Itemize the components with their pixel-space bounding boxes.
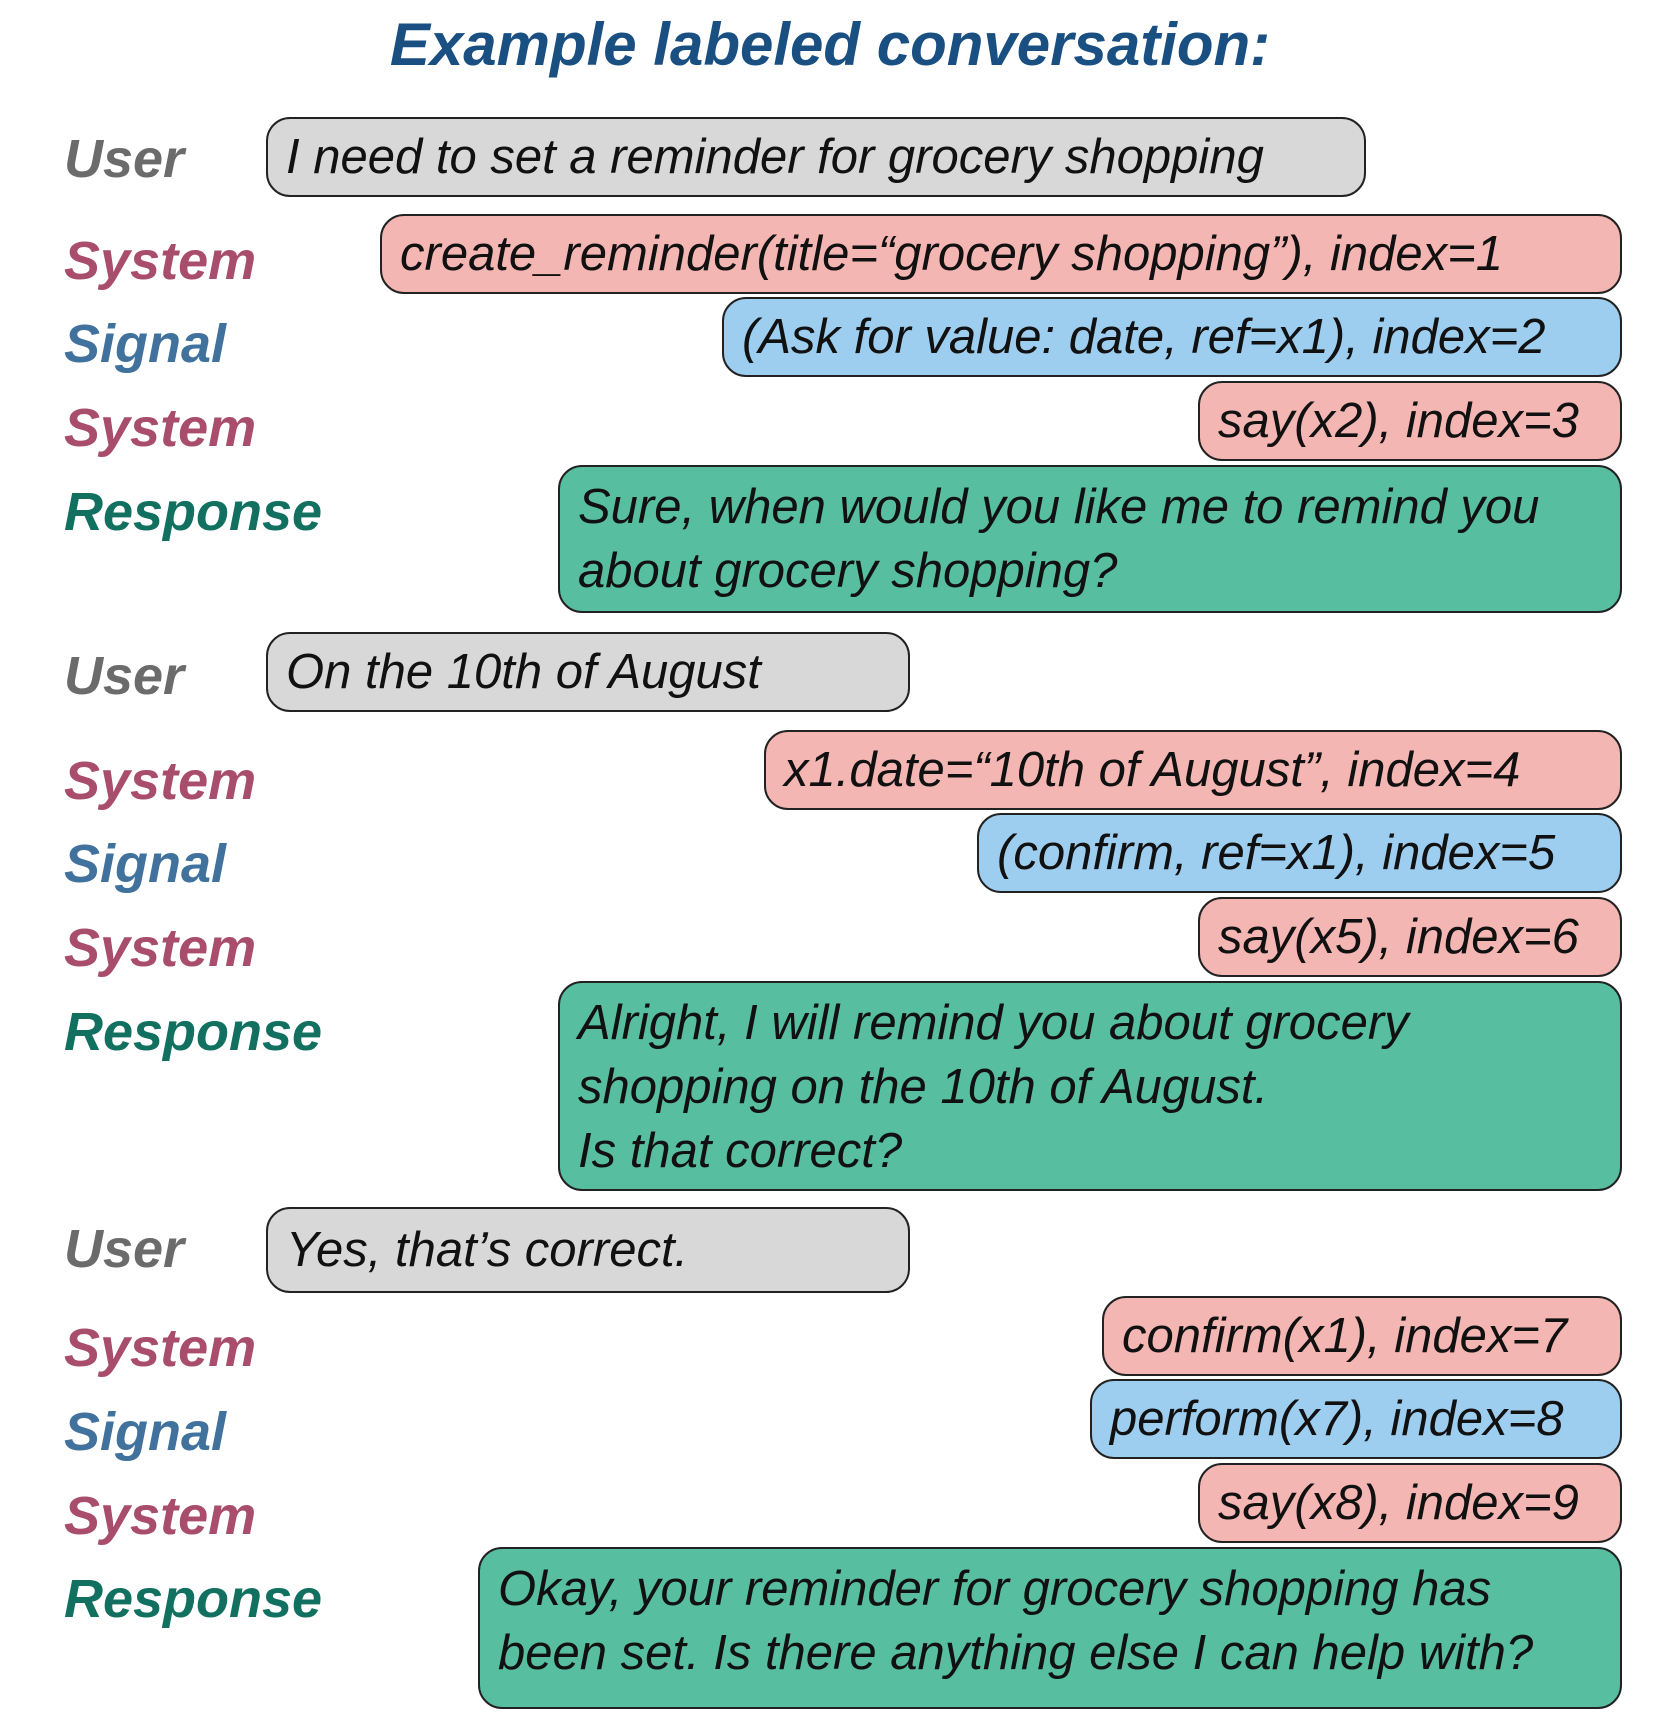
message-bubble: confirm(x1), index=7 (1102, 1296, 1622, 1376)
role-label: System (64, 231, 257, 291)
role-label: User (64, 646, 185, 706)
message-bubble: (confirm, ref=x1), index=5 (977, 813, 1622, 893)
role-label: Signal (64, 314, 227, 374)
message-bubble: Okay, your reminder for grocery shopping… (478, 1547, 1622, 1709)
role-label: System (64, 1486, 257, 1546)
message-bubble: say(x2), index=3 (1198, 381, 1622, 461)
message-bubble: x1.date=“10th of August”, index=4 (764, 730, 1622, 810)
message-bubble: say(x8), index=9 (1198, 1463, 1622, 1543)
role-label: User (64, 129, 185, 189)
message-bubble: On the 10th of August (266, 632, 910, 712)
message-bubble: Alright, I will remind you about grocery… (558, 981, 1622, 1191)
message-bubble: I need to set a reminder for grocery sho… (266, 117, 1366, 197)
role-label: Signal (64, 1402, 227, 1462)
message-bubble: create_reminder(title=“grocery shopping”… (380, 214, 1622, 294)
role-label: System (64, 398, 257, 458)
message-bubble: say(x5), index=6 (1198, 897, 1622, 977)
role-label: System (64, 1318, 257, 1378)
role-label: Response (64, 1002, 323, 1062)
diagram-title: Example labeled conversation: (389, 11, 1271, 78)
role-label: Signal (64, 834, 227, 894)
message-bubble: Sure, when would you like me to remind y… (558, 465, 1622, 613)
role-label: System (64, 918, 257, 978)
role-label: Response (64, 1569, 323, 1629)
message-bubble: (Ask for value: date, ref=x1), index=2 (722, 297, 1622, 377)
role-label: Response (64, 482, 323, 542)
role-label: User (64, 1219, 185, 1279)
role-label: System (64, 751, 257, 811)
message-bubble: Yes, that’s correct. (266, 1207, 910, 1293)
message-bubble: perform(x7), index=8 (1090, 1379, 1622, 1459)
